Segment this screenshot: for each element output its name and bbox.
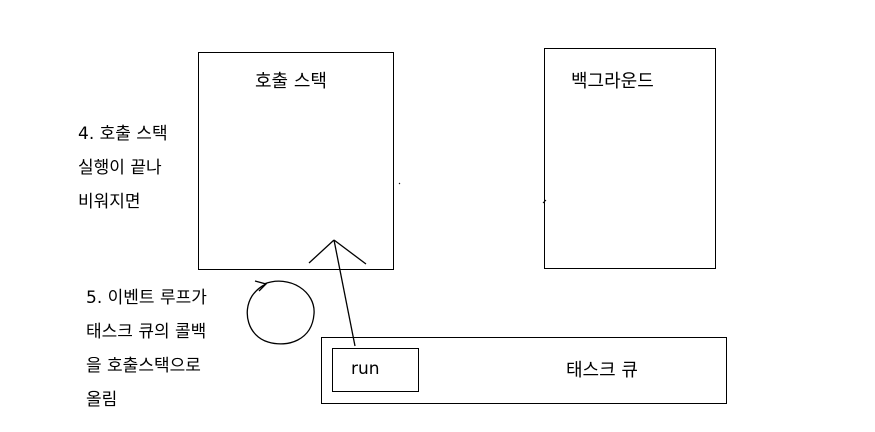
- task-queue-title: 태스크 큐: [566, 360, 638, 381]
- task-queue-box: run 태스크 큐: [321, 337, 727, 404]
- step5-line: 올림: [86, 390, 118, 410]
- step4-note: 4. 호출 스택 실행이 끝나 비워지면: [78, 117, 168, 219]
- step4-line: 비워지면: [78, 192, 141, 212]
- run-callback-box: run: [332, 348, 419, 392]
- step5-note: 5. 이벤트 루프가 태스크 큐의 콜백 을 호출스택으로 올림: [86, 281, 207, 417]
- background-box: 백그라운드: [544, 48, 716, 269]
- step5-line: 5. 이벤트 루프가: [86, 288, 207, 308]
- run-callback-label: run: [351, 359, 380, 379]
- step4-line: 실행이 끝나: [78, 158, 162, 178]
- stray-mark-icon: [398, 182, 547, 204]
- step5-line: 을 호출스택으로: [86, 356, 201, 376]
- background-title: 백그라운드: [571, 71, 654, 92]
- event-loop-circle-icon: [246, 280, 315, 345]
- call-stack-title: 호출 스택: [255, 71, 327, 92]
- call-stack-box: 호출 스택: [198, 52, 394, 270]
- step5-line: 태스크 큐의 콜백: [86, 322, 207, 342]
- step4-line: 4. 호출 스택: [78, 124, 168, 144]
